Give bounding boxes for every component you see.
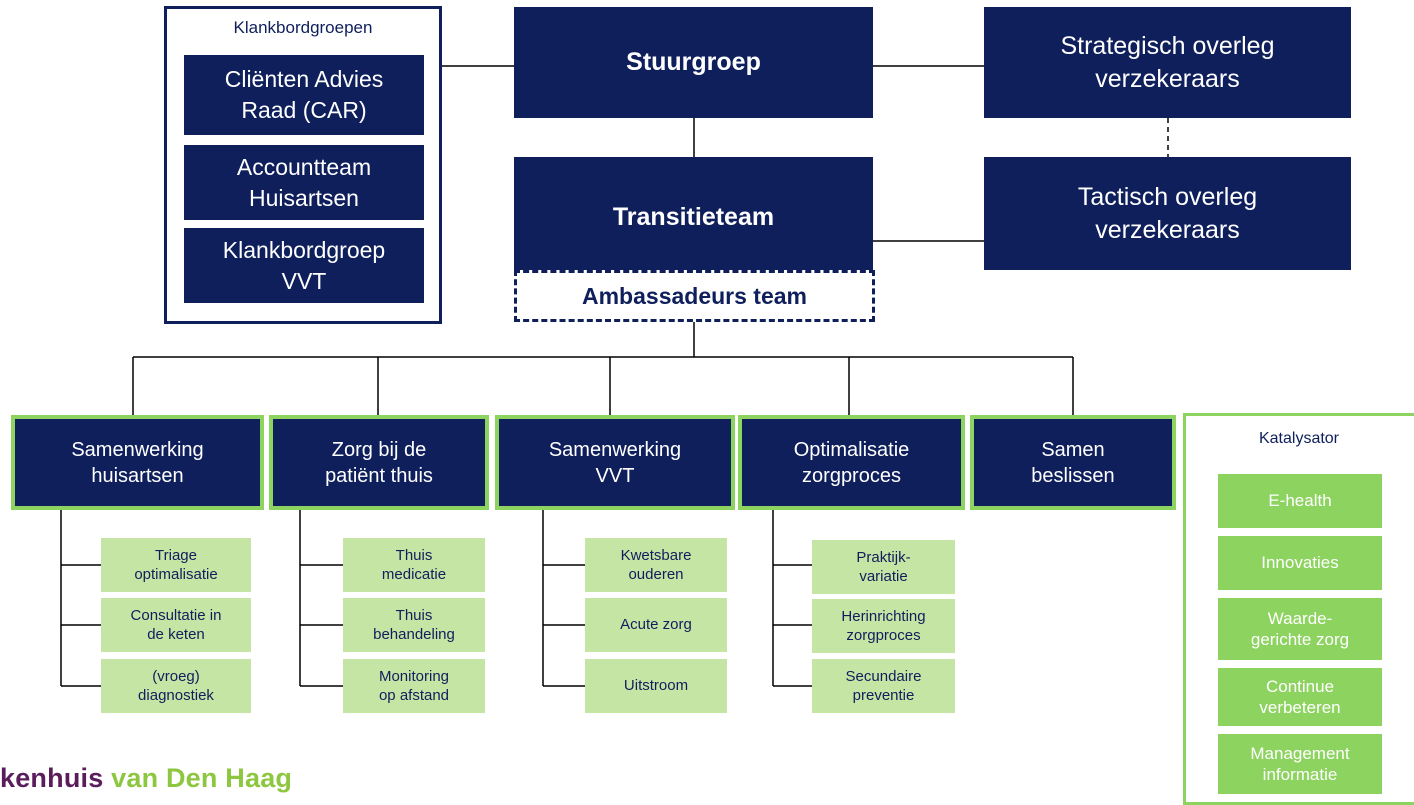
sub-item-thuis-medicatie: Thuis medicatie	[343, 538, 485, 592]
sub-item-thuis-behandeling: Thuis behandeling	[343, 598, 485, 652]
car-box: Cliënten Advies Raad (CAR)	[184, 55, 424, 135]
workstream-zorg-bij-patient-thuis: Zorg bij de patiënt thuis	[269, 415, 489, 510]
sub-item-kwetsbare-ouderen: Kwetsbare ouderen	[585, 538, 727, 592]
sub-item-line1: Thuis	[395, 546, 433, 564]
sub-item-line1: Triage	[155, 546, 197, 564]
sub-item-monitoring-op-afstand: Monitoring op afstand	[343, 659, 485, 713]
workstream-line2: zorgproces	[802, 464, 901, 487]
klankbordgroep-vvt-line1: Klankbordgroep	[222, 236, 386, 263]
katalysator-item-e-health: E-health	[1218, 474, 1382, 528]
workstream-samen-beslissen: Samen beslissen	[970, 415, 1176, 510]
workstream-line1: Optimalisatie	[793, 438, 910, 461]
workstream-samenwerking-huisartsen: Samenwerking huisartsen	[11, 415, 264, 510]
hospital-logo: kenhuis van Den Haag	[0, 763, 292, 794]
workstream-line1: Samen	[1041, 438, 1105, 461]
sub-item-line2: diagnostiek	[138, 687, 214, 704]
sub-item-line1: Monitoring	[378, 667, 450, 685]
accountteam-line1: Accountteam	[236, 153, 372, 180]
sub-item-line1: Thuis	[395, 606, 433, 624]
accountteam-line2: Huisartsen	[249, 184, 359, 211]
sub-item-line1: (vroeg)	[152, 667, 200, 685]
sub-item-consultatie-in-de-keten: Consultatie in de keten	[101, 598, 251, 652]
car-line2: Raad (CAR)	[241, 97, 367, 123]
ambassadeurs-team-box: Ambassadeurs team	[514, 270, 875, 322]
sub-item-line1: Secundaire	[845, 667, 922, 685]
klankbordgroep-vvt-line2: VVT	[281, 267, 327, 294]
sub-item-vroeg-diagnostiek: (vroeg) diagnostiek	[101, 659, 251, 713]
sub-item-triage-optimalisatie: Triage optimalisatie	[101, 538, 251, 592]
logo-part-2: van Den Haag	[111, 763, 293, 793]
sub-item-line2: op afstand	[378, 687, 450, 704]
sub-item-line2: optimalisatie	[134, 566, 218, 583]
tactisch-overleg-box: Tactisch overleg verzekeraars	[984, 157, 1351, 270]
strategisch-line2: verzekeraars	[1095, 64, 1240, 93]
workstream-optimalisatie-zorgproces: Optimalisatie zorgproces	[738, 415, 965, 510]
sub-item-uitstroom: Uitstroom	[585, 659, 727, 713]
katalysator-item-line1: E-health	[1268, 491, 1332, 511]
sub-item-line2: zorgproces	[846, 627, 921, 644]
sub-item-acute-zorg: Acute zorg	[585, 598, 727, 652]
workstream-line1: Samenwerking	[548, 438, 682, 461]
accountteam-box: Accountteam Huisartsen	[184, 145, 424, 220]
workstream-line2: patiënt thuis	[325, 464, 433, 487]
katalysator-item-line2: gerichte zorg	[1250, 630, 1350, 649]
sub-item-line1: Kwetsbare	[620, 546, 692, 564]
strategisch-line1: Strategisch overleg	[1060, 32, 1275, 60]
sub-item-line1: Consultatie in	[130, 606, 222, 624]
katalysator-item-waardegerichte-zorg: Waarde- gerichte zorg	[1218, 598, 1382, 660]
sub-item-line1: Praktijk-	[856, 548, 911, 566]
sub-item-secundaire-preventie: Secundaire preventie	[812, 659, 955, 713]
katalysator-item-line1: Management	[1250, 743, 1350, 763]
sub-item-line2: preventie	[852, 687, 915, 704]
workstream-line2: huisartsen	[91, 464, 184, 487]
katalysator-item-innovaties: Innovaties	[1218, 536, 1382, 590]
sub-item-line2: variatie	[859, 568, 908, 585]
car-line1: Cliënten Advies	[224, 66, 384, 93]
workstream-line2: VVT	[595, 464, 635, 487]
sub-item-line2: de keten	[147, 626, 205, 643]
klankbordgroep-vvt-box: Klankbordgroep VVT	[184, 228, 424, 303]
katalysator-item-continue-verbeteren: Continue verbeteren	[1218, 668, 1382, 726]
sub-item-line1: Acute zorg	[620, 616, 692, 634]
sub-item-herinrichting-zorgproces: Herinrichting zorgproces	[812, 599, 955, 653]
transitieteam-box: Transitieteam	[514, 157, 873, 272]
katalysator-item-line1: Innovaties	[1261, 553, 1339, 573]
sub-item-line2: ouderen	[628, 566, 684, 583]
klankbordgroepen-title: Klankbordgroepen	[233, 18, 373, 37]
tactisch-line2: verzekeraars	[1095, 215, 1240, 244]
stuurgroep-box: Stuurgroep	[514, 7, 873, 118]
katalysator-item-line1: Waarde-	[1267, 608, 1333, 628]
katalysator-item-line2: informatie	[1262, 765, 1338, 784]
katalysator-item-line2: verbeteren	[1259, 698, 1341, 717]
sub-item-line2: medicatie	[381, 566, 447, 583]
katalysator-title: Katalysator	[1258, 430, 1340, 447]
tactisch-line1: Tactisch overleg	[1077, 183, 1258, 211]
sub-item-line2: behandeling	[373, 626, 455, 643]
sub-item-line1: Uitstroom	[623, 677, 689, 695]
logo-part-1: kenhuis	[0, 763, 104, 793]
workstream-line1: Samenwerking	[71, 438, 204, 461]
workstream-line1: Zorg bij de	[331, 438, 427, 461]
sub-item-praktijk-variatie: Praktijk- variatie	[812, 540, 955, 594]
katalysator-item-management-informatie: Management informatie	[1218, 734, 1382, 794]
sub-item-line1: Herinrichting	[841, 607, 926, 625]
strategisch-overleg-box: Strategisch overleg verzekeraars	[984, 7, 1351, 118]
workstream-line2: beslissen	[1031, 464, 1115, 487]
workstream-samenwerking-vvt: Samenwerking VVT	[495, 415, 735, 510]
katalysator-item-line1: Continue	[1265, 676, 1335, 696]
